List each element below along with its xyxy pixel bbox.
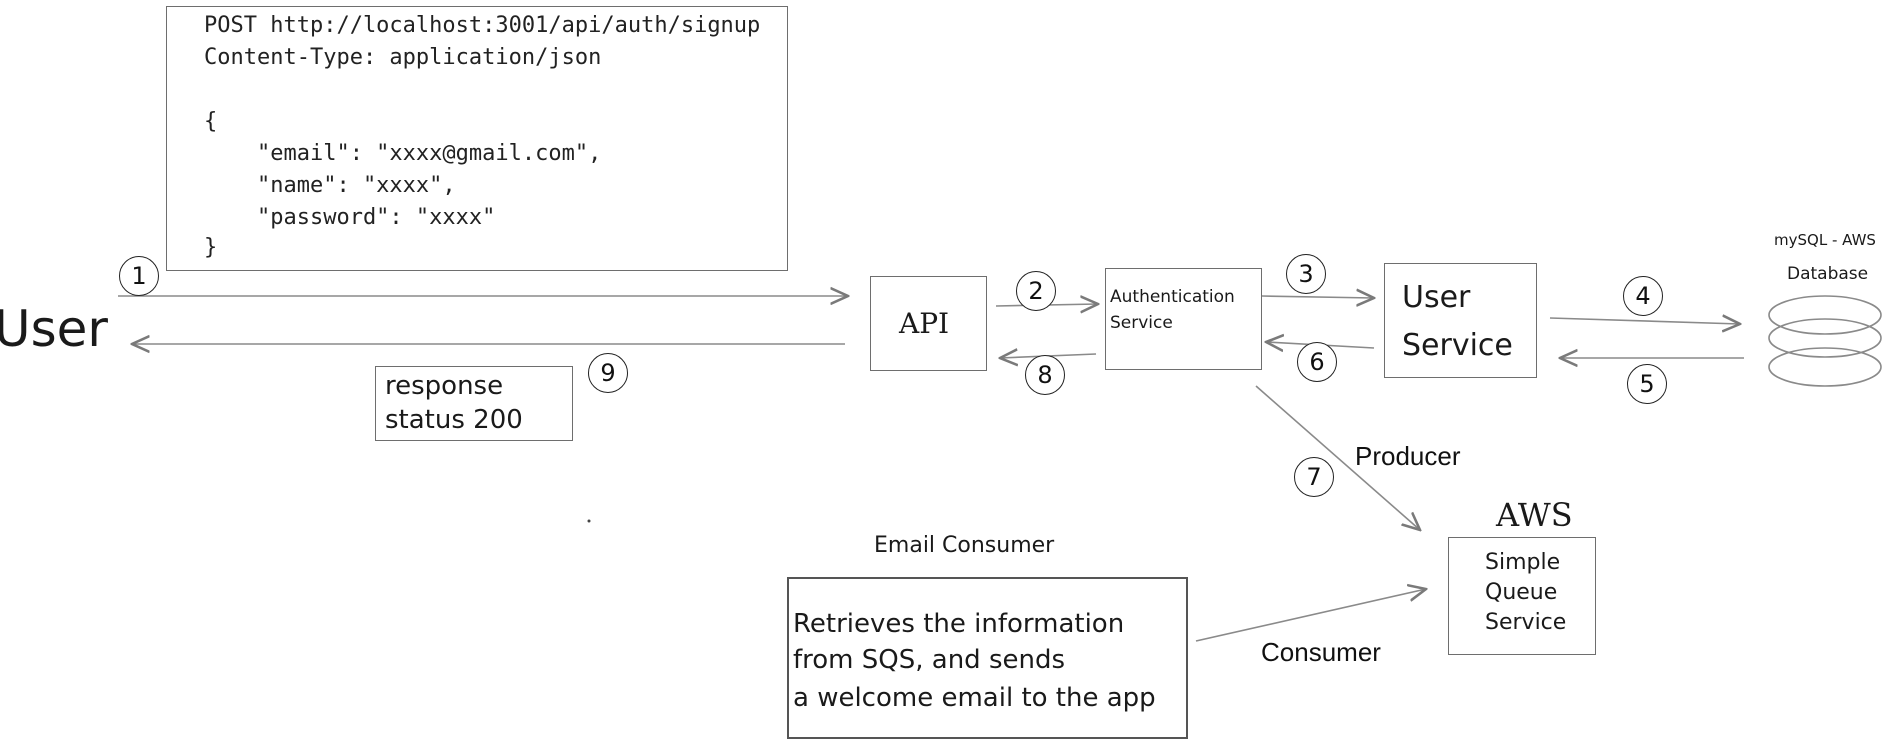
step-badge-9: 9 [588,353,628,393]
request-payload-box: POST http://localhost:3001/api/auth/sign… [166,6,788,271]
database-label-2: Database [1787,264,1869,284]
step-badge-4: 4 [1623,276,1663,316]
request-line-2: Content-Type: application/json [204,45,602,70]
auth-service-box: Authentication Service [1105,268,1262,370]
auth-service-label-2: Service [1110,313,1173,333]
email-consumer-box: Retrieves the information from SQS, and … [787,577,1188,739]
arrow-consumer-to-sqs [1195,589,1426,642]
request-line-4: { [204,109,218,134]
user-label: User [0,300,108,358]
step-badge-8: 8 [1025,355,1065,395]
user-service-label-1: User [1402,280,1471,315]
database-cylinder [1768,295,1882,387]
request-line-6: "name": "xxxx", [204,173,456,198]
user-service-box: User Service [1384,263,1537,378]
database-label-1: mySQL - AWS [1774,231,1876,249]
request-line-1: POST http://localhost:3001/api/auth/sign… [204,13,761,38]
sqs-label-1: Simple [1485,550,1561,575]
aws-label: AWS [1496,496,1573,534]
producer-label: Producer [1355,441,1461,471]
step-badge-7: 7 [1294,457,1334,497]
step-badge-5: 5 [1627,364,1667,404]
response-label-2: status 200 [385,405,523,435]
api-label: API [899,307,950,340]
auth-service-label-1: Authentication [1110,287,1235,307]
arrow-auth-to-sqs [1255,385,1420,530]
consumer-label: Consumer [1261,637,1381,667]
arrow-user-service-to-db [1549,318,1740,324]
email-consumer-title: Email Consumer [874,533,1055,558]
api-box: API [870,276,987,371]
email-consumer-line-2: from SQS, and sends [793,645,1066,675]
request-line-8: } [204,235,218,260]
request-line-5: "email": "xxxx@gmail.com", [204,141,602,166]
request-line-7: "password": "xxxx" [204,205,496,230]
user-service-label-2: Service [1402,328,1513,363]
step-badge-2: 2 [1016,271,1056,311]
email-consumer-line-1: Retrieves the information [793,609,1125,639]
arrow-auth-to-user-service [1261,296,1374,298]
stray-dot [587,519,591,523]
response-box: response status 200 [375,366,573,441]
step-badge-6: 6 [1297,342,1337,382]
sqs-label-2: Queue [1485,580,1558,605]
response-label-1: response [385,371,504,401]
step-badge-3: 3 [1286,254,1326,294]
sqs-box: Simple Queue Service [1448,537,1596,655]
email-consumer-line-3: a welcome email to the app [793,683,1156,713]
sqs-label-3: Service [1485,610,1567,635]
step-badge-1: 1 [119,256,159,296]
